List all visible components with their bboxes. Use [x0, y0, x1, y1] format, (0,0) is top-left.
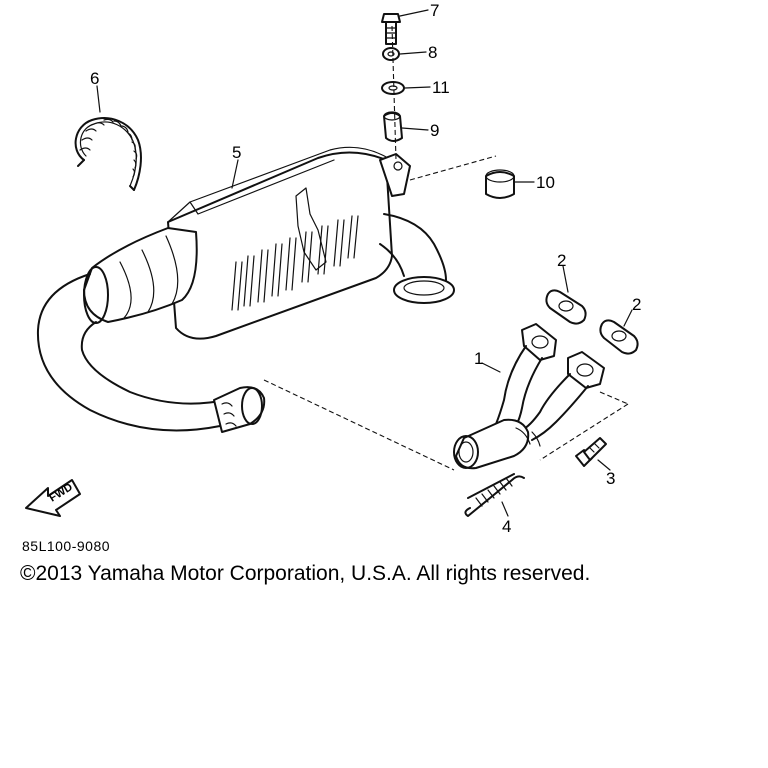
callout-label-1: 1 [474, 349, 483, 368]
leader-5 [231, 159, 239, 189]
assembly-line-vertical [391, 25, 397, 161]
callout-label-11: 11 [432, 78, 450, 97]
part-code: 85L100-9080 [22, 538, 111, 554]
assembly-line-bolt-2 [539, 403, 629, 461]
leader-2-left [562, 265, 569, 293]
assembly-line-pipe [263, 379, 455, 471]
part-8-washer [382, 47, 400, 61]
assembly-line-damper [409, 155, 497, 181]
part-5-muffler [167, 146, 411, 340]
callout-label-10: 10 [536, 173, 555, 192]
part-4-spring [464, 473, 525, 517]
part-2-gasket-left [545, 289, 587, 325]
callout-label-2: 2 [632, 295, 641, 314]
callout-label-8: 8 [428, 43, 437, 62]
leader-9 [401, 127, 429, 131]
part-1-front-pipe [453, 323, 605, 470]
callout-label-7: 7 [430, 1, 439, 20]
exhaust-loop-pipe [36, 227, 266, 433]
leader-3 [597, 459, 611, 471]
callout-label-4: 4 [502, 517, 511, 536]
callout-label-9: 9 [430, 121, 439, 140]
fwd-arrow-icon: FWD [25, 479, 81, 517]
part-7-bolt [381, 13, 401, 45]
muffler-outlet-pipe [379, 213, 455, 304]
callout-label-3: 3 [606, 469, 615, 488]
leader-6 [96, 85, 101, 113]
leader-2-right [623, 309, 633, 327]
part-10-damper [485, 169, 515, 199]
part-3-bolt [575, 437, 607, 467]
callout-label-2: 2 [557, 251, 566, 270]
callout-label-6: 6 [90, 69, 99, 88]
part-9-collar [383, 111, 403, 142]
part-2-gasket-right [599, 319, 639, 355]
part-11-washer [381, 81, 405, 95]
leader-11 [404, 86, 431, 89]
leader-4 [501, 501, 509, 517]
part-6-clamp-spring [74, 117, 142, 191]
callout-label-5: 5 [232, 143, 241, 162]
leader-8 [399, 51, 427, 55]
leader-7 [399, 9, 429, 17]
copyright-notice: ©2013 Yamaha Motor Corporation, U.S.A. A… [20, 562, 591, 585]
assembly-line-bolt [599, 391, 629, 405]
leader-1 [481, 362, 501, 373]
